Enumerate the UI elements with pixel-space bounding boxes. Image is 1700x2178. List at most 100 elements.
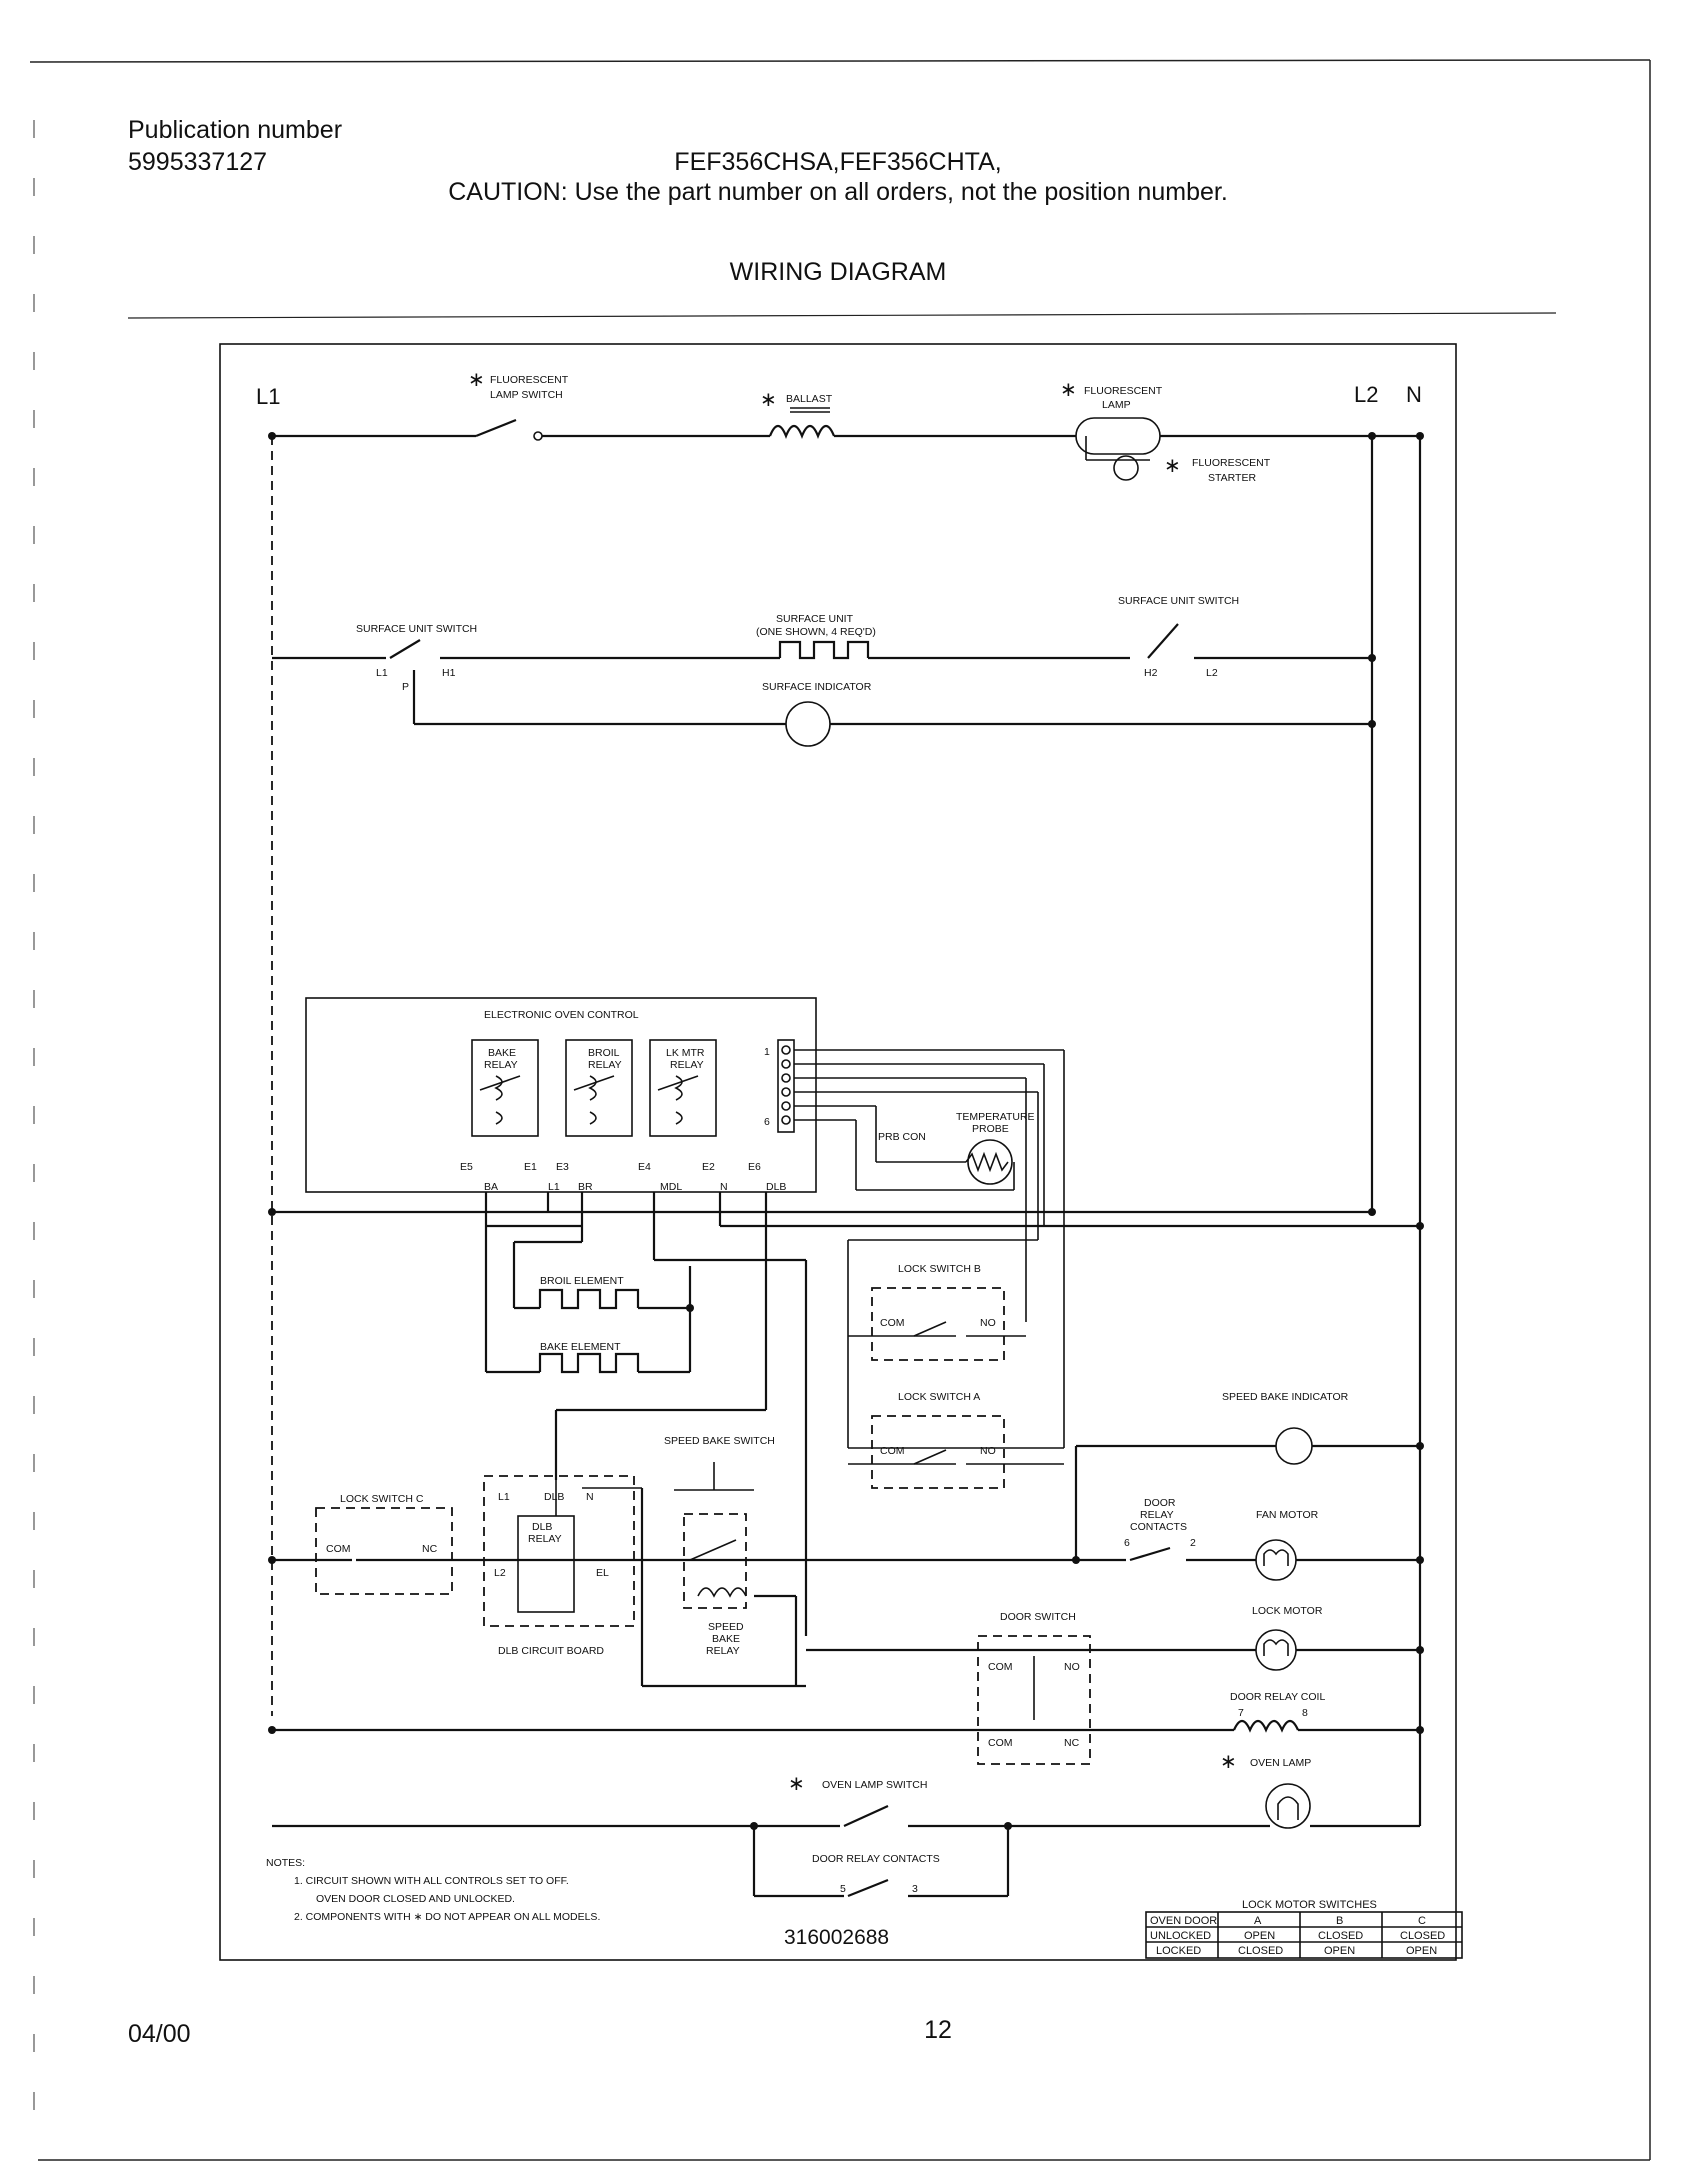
svg-text:∗: ∗ (760, 389, 777, 411)
publication-label: Publication number (128, 116, 343, 144)
drawing-number: 316002688 (784, 1926, 889, 1949)
svg-text:LAMP SWITCH: LAMP SWITCH (490, 389, 563, 401)
svg-text:CLOSED: CLOSED (1238, 1945, 1283, 1957)
svg-text:P: P (402, 681, 409, 693)
svg-text:OPEN: OPEN (1324, 1945, 1355, 1957)
svg-text:A: A (1254, 1915, 1262, 1927)
svg-text:SURFACE INDICATOR: SURFACE INDICATOR (762, 681, 872, 693)
svg-text:OPEN: OPEN (1244, 1930, 1275, 1942)
svg-text:FLUORESCENT: FLUORESCENT (1192, 457, 1271, 469)
svg-text:N: N (720, 1181, 728, 1193)
svg-text:H2: H2 (1144, 667, 1158, 679)
right-loads: SPEED BAKE INDICATOR DOOR RELAY CONTACTS… (272, 1391, 1420, 1829)
svg-text:∗: ∗ (788, 1773, 805, 1795)
svg-text:OVEN DOOR: OVEN DOOR (1150, 1915, 1217, 1927)
svg-text:E4: E4 (638, 1161, 651, 1173)
svg-text:COM: COM (326, 1543, 351, 1555)
svg-text:COM: COM (880, 1445, 905, 1457)
line-l1-label: L1 (256, 384, 280, 409)
svg-text:E5: E5 (460, 1161, 473, 1173)
svg-text:CONTACTS: CONTACTS (1130, 1521, 1187, 1533)
lock-switches-a-b: LOCK SWITCH B COM NO LOCK SWITCH A COM N… (848, 1263, 1064, 1489)
svg-text:ELECTRONIC OVEN CONTROL: ELECTRONIC OVEN CONTROL (484, 1009, 639, 1021)
svg-text:∗: ∗ (1220, 1751, 1237, 1773)
publication-number: 5995337127 (128, 148, 268, 176)
svg-text:DLB CIRCUIT BOARD: DLB CIRCUIT BOARD (498, 1645, 604, 1657)
svg-text:LOCKED: LOCKED (1156, 1945, 1201, 1957)
svg-text:PROBE: PROBE (972, 1123, 1009, 1135)
svg-text:L1: L1 (376, 667, 388, 679)
svg-text:BR: BR (578, 1181, 593, 1193)
svg-text:L1: L1 (498, 1491, 510, 1503)
svg-text:∗: ∗ (468, 369, 485, 391)
line-l2-label: L2 (1354, 382, 1378, 407)
svg-text:FLUORESCENT: FLUORESCENT (1084, 385, 1163, 397)
junction-dots (268, 432, 1424, 1734)
svg-text:SURFACE UNIT SWITCH: SURFACE UNIT SWITCH (356, 623, 477, 635)
svg-text:OVEN LAMP: OVEN LAMP (1250, 1757, 1311, 1769)
svg-text:DOOR: DOOR (1144, 1497, 1176, 1509)
svg-text:FAN MOTOR: FAN MOTOR (1256, 1509, 1319, 1521)
svg-text:SURFACE UNIT SWITCH: SURFACE UNIT SWITCH (1118, 595, 1239, 607)
svg-text:6: 6 (1124, 1537, 1130, 1549)
svg-text:TEMPERATURE: TEMPERATURE (956, 1111, 1035, 1123)
svg-text:DLB: DLB (532, 1521, 552, 1533)
svg-text:E3: E3 (556, 1161, 569, 1173)
svg-text:LOCK SWITCH C: LOCK SWITCH C (340, 1493, 424, 1505)
svg-text:L1: L1 (548, 1181, 560, 1193)
svg-text:RELAY: RELAY (484, 1059, 518, 1071)
svg-text:COM: COM (988, 1661, 1013, 1673)
svg-text:SPEED: SPEED (708, 1621, 744, 1633)
revision-date: 04/00 (128, 2020, 191, 2048)
svg-text:BALLAST: BALLAST (786, 393, 833, 405)
svg-text:RELAY: RELAY (528, 1533, 562, 1545)
svg-text:H1: H1 (442, 667, 456, 679)
page-title: WIRING DIAGRAM (729, 258, 947, 286)
svg-text:6: 6 (764, 1116, 770, 1128)
svg-text:DOOR SWITCH: DOOR SWITCH (1000, 1611, 1076, 1623)
svg-text:NOTES:: NOTES: (266, 1857, 305, 1869)
svg-text:LOCK SWITCH A: LOCK SWITCH A (898, 1391, 980, 1403)
svg-text:RELAY: RELAY (706, 1645, 740, 1657)
svg-text:BAKE ELEMENT: BAKE ELEMENT (540, 1341, 621, 1353)
svg-text:DLB: DLB (766, 1181, 786, 1193)
svg-text:SURFACE UNIT: SURFACE UNIT (776, 613, 854, 625)
svg-text:RELAY: RELAY (588, 1059, 622, 1071)
svg-text:PRB CON: PRB CON (878, 1131, 926, 1143)
notes: NOTES: 1. CIRCUIT SHOWN WITH ALL CONTROL… (266, 1857, 600, 1923)
surface-unit-circuit: SURFACE UNIT SWITCH SURFACE UNIT (ONE SH… (272, 595, 1376, 747)
oven-lamp-circuit: ∗ OVEN LAMP SWITCH DOOR RELAY CONTACTS 5… (272, 1773, 1270, 1898)
page-number: 12 (924, 2016, 952, 2044)
caution-note: CAUTION: Use the part number on all orde… (448, 178, 1228, 206)
svg-text:UNLOCKED: UNLOCKED (1150, 1930, 1211, 1942)
svg-text:LOCK SWITCH B: LOCK SWITCH B (898, 1263, 981, 1275)
model-numbers: FEF356CHSA,FEF356CHTA, (674, 148, 1002, 176)
svg-text:L2: L2 (494, 1567, 506, 1579)
svg-text:DOOR RELAY CONTACTS: DOOR RELAY CONTACTS (812, 1853, 940, 1865)
svg-text:CLOSED: CLOSED (1318, 1930, 1363, 1942)
svg-text:OVEN LAMP SWITCH: OVEN LAMP SWITCH (822, 1779, 927, 1791)
svg-text:STARTER: STARTER (1208, 472, 1256, 484)
svg-text:OPEN: OPEN (1406, 1945, 1437, 1957)
svg-text:C: C (1418, 1915, 1426, 1927)
svg-text:LAMP: LAMP (1102, 399, 1131, 411)
fluorescent-lamp-circuit: ∗ FLUORESCENT LAMP SWITCH ∗ BALLAST ∗ FL… (272, 369, 1420, 484)
svg-text:OVEN DOOR CLOSED AND UNLOCKED.: OVEN DOOR CLOSED AND UNLOCKED. (316, 1893, 515, 1905)
svg-text:RELAY: RELAY (1140, 1509, 1174, 1521)
svg-text:1. CIRCUIT SHOWN WITH ALL CON: 1. CIRCUIT SHOWN WITH ALL CONTROLS SET T… (294, 1875, 569, 1887)
svg-text:N: N (586, 1491, 594, 1503)
svg-text:7: 7 (1238, 1707, 1244, 1719)
oven-elements: BROIL ELEMENT BAKE ELEMENT (484, 1226, 694, 1374)
svg-text:BROIL: BROIL (588, 1047, 620, 1059)
svg-text:2. COMPONENTS WITH ∗ DO NOT A: 2. COMPONENTS WITH ∗ DO NOT APPEAR ON AL… (294, 1911, 600, 1923)
electronic-oven-control: ELECTRONIC OVEN CONTROL BAKE RELAY BROIL… (305, 997, 1035, 1193)
line-n-label: N (1406, 382, 1422, 407)
svg-text:(ONE SHOWN, 4 REQ'D): (ONE SHOWN, 4 REQ'D) (756, 626, 876, 638)
svg-text:MDL: MDL (660, 1181, 682, 1193)
svg-text:3: 3 (912, 1883, 918, 1895)
svg-text:∗: ∗ (1164, 455, 1181, 477)
dlb-and-speed-bake: LOCK SWITCH C COM NC DLB RELAY L1 DLB N … (272, 1435, 1076, 1688)
svg-text:E1: E1 (524, 1161, 537, 1173)
